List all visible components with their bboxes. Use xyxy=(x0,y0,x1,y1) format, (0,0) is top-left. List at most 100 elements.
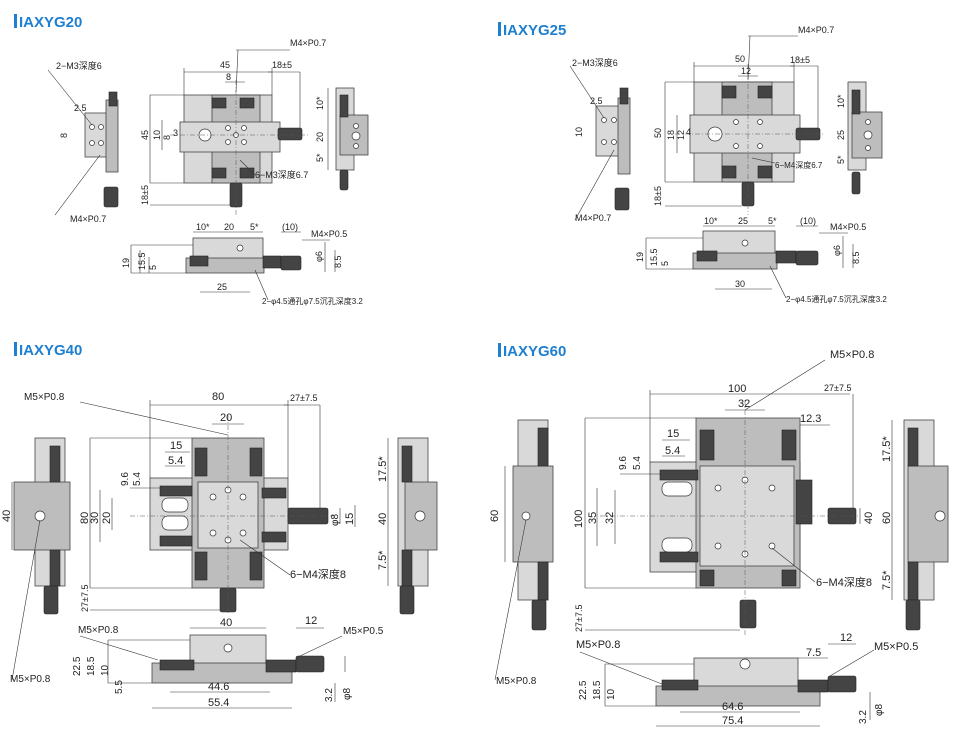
g40-dim-22.5: 22.5 xyxy=(72,656,83,676)
g60-dim-7.5: 7.5* xyxy=(881,570,893,590)
g25-dim-5: 5 xyxy=(660,261,670,266)
g20-m4-left: M4×P0.7 xyxy=(70,214,106,224)
g60-dim-60-right: 60 xyxy=(881,512,893,524)
g40-dim-20-left: 20 xyxy=(101,512,113,524)
g25-hole-note: 2−φ4.5通孔φ7.5沉孔深度3.2 xyxy=(786,294,887,304)
g20-front-10: 10* xyxy=(196,222,210,232)
g25-dim-10-star: 10* xyxy=(836,94,846,108)
g60-dim-27-right: 27±7.5 xyxy=(824,383,851,393)
iaxyg60-drawing: M5×P0.8 100 32 27±7.5 12.3 15 5.4 9.6 5.… xyxy=(489,349,949,727)
g60-m5-b: M5×P0.8 xyxy=(576,639,620,651)
g60-dim-3.2: 3.2 xyxy=(858,710,869,724)
g40-dim-55.4: 55.4 xyxy=(208,697,229,709)
title-text: IAXYG60 xyxy=(503,343,567,360)
g60-dim-64.6: 64.6 xyxy=(722,701,743,713)
g25-m4-left: M4×P0.7 xyxy=(575,213,611,223)
g40-phi8-b: φ8 xyxy=(342,688,353,700)
g25-dim-2.5: 2.5 xyxy=(590,96,603,106)
g20-side-note: 2−M3深度6 xyxy=(56,60,102,71)
g60-dim-100-left: 100 xyxy=(573,510,585,528)
g40-dim-7.5: 7.5* xyxy=(377,550,389,570)
g40-dim-10: 10 xyxy=(100,664,111,676)
g20-dim-18-right: 18±5 xyxy=(272,60,292,70)
g25-dim-25-right: 25 xyxy=(836,130,846,140)
g40-phi8: φ8 xyxy=(330,514,341,526)
g60-dim-15-top: 15 xyxy=(667,428,679,440)
g60-dim-10: 10 xyxy=(606,688,617,700)
g20-dim-19: 19 xyxy=(121,258,131,268)
g25-dim-12-top: 12 xyxy=(741,66,751,76)
g60-m5-c: M5×P0.8 xyxy=(496,676,537,687)
g20-dim-45-left: 45 xyxy=(140,130,150,140)
g60-dim-35: 35 xyxy=(587,512,599,524)
g25-m4-depth: 6−M4深度6.7 xyxy=(775,160,823,170)
g40-dim-17.5: 17.5* xyxy=(377,456,389,482)
g40-dim-15-top: 15 xyxy=(170,440,182,452)
g20-dim-25: 25 xyxy=(217,282,227,292)
g20-dim-20-right: 20 xyxy=(315,132,325,142)
g40-m5-p05: M5×P0.5 xyxy=(343,626,384,637)
g40-dim-27-right: 27±7.5 xyxy=(290,393,317,403)
g40-dim-12: 12 xyxy=(305,615,317,627)
title-iaxyg60: IAXYG60 xyxy=(498,343,566,360)
g20-dim-10-left: 10 xyxy=(152,130,162,140)
g60-dim-18.5: 18.5 xyxy=(592,680,603,700)
g20-dim-8-side: 8 xyxy=(59,133,69,138)
iaxyg40-drawing: M5×P0.8 80 20 27±7.5 15 5.4 9.6 5.4 80 3… xyxy=(1,391,438,709)
g40-dim-5.4-top: 5.4 xyxy=(168,455,183,467)
g40-dim-15-right: 15 xyxy=(344,513,356,525)
g20-front-20: 20 xyxy=(224,222,234,232)
g40-dim-30: 30 xyxy=(89,512,101,524)
g60-m5-a: M5×P0.8 xyxy=(830,349,874,361)
g25-m4: M4×P0.7 xyxy=(798,25,834,35)
title-text: IAXYG40 xyxy=(19,342,83,359)
g20-dim-3: 3 xyxy=(173,128,178,138)
g25-dim-15.5: 15.5 xyxy=(649,248,659,266)
g40-dim-40-right: 40 xyxy=(377,513,389,525)
g25-side-note: 2−M3深度6 xyxy=(572,57,618,68)
g40-dim-18.5: 18.5 xyxy=(86,656,97,676)
g40-dim-27-bottom: 27±7.5 xyxy=(80,585,90,612)
g60-m5-p05: M5×P0.5 xyxy=(874,641,918,653)
iaxyg25-drawing: 2−M3深度6 2.5 10 M4×P0.7 50 12 18±5 M4×P0.… xyxy=(569,25,887,304)
g60-dim-22.5: 22.5 xyxy=(578,680,589,700)
g20-m3-depth: 6−M3深度6.7 xyxy=(255,169,308,180)
g25-dim-18-bottom: 18±5 xyxy=(653,186,663,206)
g40-dim-9.6: 9.6 xyxy=(120,472,131,486)
g40-dim-5.4-left: 5.4 xyxy=(132,472,143,486)
g20-side-plate xyxy=(105,99,119,173)
g60-dim-7.5-front: 7.5 xyxy=(806,647,821,659)
g25-front-10: 10* xyxy=(704,216,718,226)
g25-dim-18-left: 18 xyxy=(666,130,676,140)
g40-dim-3.2: 3.2 xyxy=(324,688,335,702)
g25-dim-50-left: 50 xyxy=(653,128,663,138)
title-iaxyg20: IAXYG20 xyxy=(14,14,82,31)
g40-m5-c: M5×P0.8 xyxy=(10,674,51,685)
g60-dim-27-bottom: 27±7.5 xyxy=(574,605,584,632)
g40-dim-5.5: 5.5 xyxy=(114,680,125,694)
g60-dim-75.4: 75.4 xyxy=(722,715,743,727)
g20-dim-8-top: 8 xyxy=(226,72,231,82)
g20-m4: M4×P0.7 xyxy=(290,38,326,48)
g25-phi6: φ6 xyxy=(832,245,842,256)
g25-front-5: 5* xyxy=(768,216,777,226)
title-iaxyg25: IAXYG25 xyxy=(498,22,566,39)
g60-dim-32-top: 32 xyxy=(738,398,750,410)
g25-dim-12-left: 12 xyxy=(676,130,686,140)
g60-dim-40: 40 xyxy=(863,512,875,524)
g20-dim-5: 5 xyxy=(148,265,158,270)
g25-dim-30: 30 xyxy=(735,279,745,289)
g20-phi6: φ6 xyxy=(314,251,324,262)
g60-dim-60-side: 60 xyxy=(489,510,501,522)
g60-dim-5.4-top: 5.4 xyxy=(665,445,680,457)
g25-dim-8.5: 8.5 xyxy=(851,251,861,264)
g20-top-knob-right xyxy=(277,127,303,141)
g25-dim-5-star: 5* xyxy=(836,155,846,164)
g25-side-plate xyxy=(617,97,631,175)
g60-front-lower xyxy=(655,685,821,707)
g25-dim-19: 19 xyxy=(635,252,645,262)
g20-m4-p05: M4×P0.5 xyxy=(311,229,347,239)
g20-side-knob xyxy=(103,186,119,208)
g25-m4-p05: M4×P0.5 xyxy=(830,222,866,232)
g40-dim-80-left: 80 xyxy=(79,512,91,524)
